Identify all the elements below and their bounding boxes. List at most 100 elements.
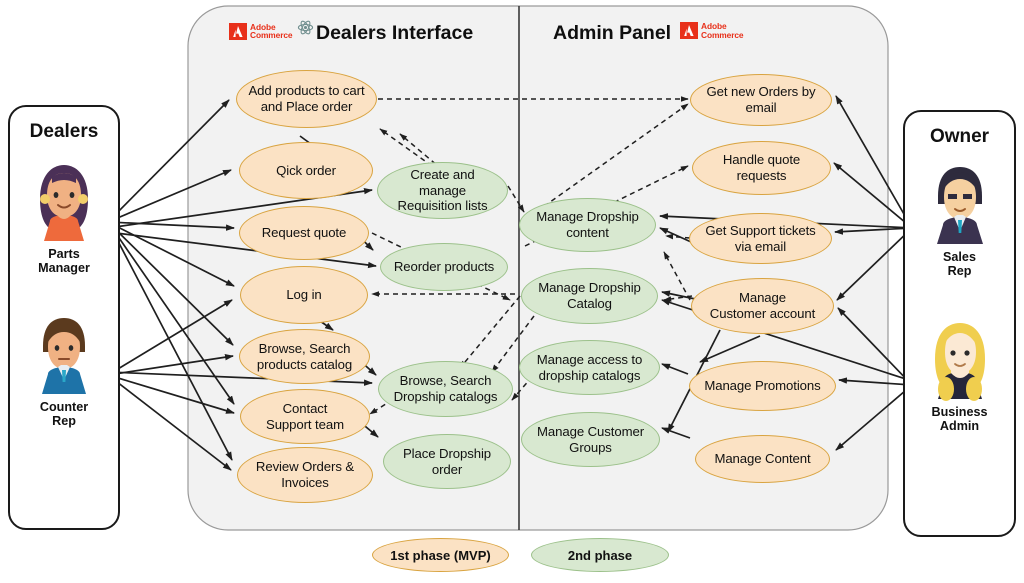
actor-caption-parts-manager: Parts Manager: [10, 247, 118, 276]
label-line-1: Get Support tickets: [705, 222, 816, 238]
woman-blonde-avatar: [934, 323, 985, 401]
man-suit-avatar: [936, 167, 983, 244]
label-line-1: Manage Content: [714, 451, 811, 467]
actor-group-owner: Owner Sales Rep: [903, 110, 1016, 537]
use-case-label: Log in: [286, 287, 321, 303]
caption-line-1: Sales: [943, 250, 976, 264]
label-line-1: Qick order: [276, 162, 336, 178]
label-line-1: Manage Dropship: [536, 209, 639, 225]
label-line-1: Manage Customer: [537, 423, 644, 439]
label-line-1: Add products to cart: [248, 83, 365, 99]
label-line-2: Dropship catalogs: [393, 389, 498, 404]
label-line-1: Log in: [286, 287, 322, 303]
label-line-2: email: [745, 100, 777, 115]
use-case-label: Manage Content: [714, 451, 810, 467]
label-line-2: content: [566, 225, 609, 240]
caption-line-2: Admin: [939, 419, 980, 434]
use-case-label: Review Orders &Invoices: [256, 459, 354, 490]
react-atom-icon: [297, 20, 313, 35]
legend-label-phase2: 2nd phase: [567, 547, 633, 563]
caption-line-2: Rep: [52, 414, 76, 429]
actor-group-dealers: Dealers Parts Manager: [8, 105, 120, 530]
label-line-2: Catalog: [567, 296, 612, 311]
adobe-a-icon: [680, 22, 698, 39]
logo-line-1: Adobe: [701, 21, 727, 32]
label-line-1: Reorder products: [393, 259, 495, 275]
label-line-1: Manage: [738, 290, 787, 306]
label-line-2: Requisition lists: [397, 198, 488, 214]
label-line-1: Browse, Search: [399, 373, 492, 389]
label-line-1: Manage Promotions: [704, 378, 821, 394]
label-line-2: Support team: [266, 416, 344, 432]
label-line-1: Contact: [282, 400, 328, 416]
label-line-1: Place Dropship: [402, 445, 492, 461]
legend-label-mvp: 1st phase (MVP): [390, 547, 491, 563]
adobe-a-icon: [229, 22, 247, 40]
adobe-commerce-wordmark: Adobe Commerce: [250, 21, 293, 40]
adobe-commerce-wordmark: Adobe Commerce: [701, 22, 744, 39]
actor-caption-sales-rep: Sales Rep: [905, 250, 1014, 279]
actor-group-title-owner: Owner: [929, 126, 990, 147]
use-case-manage-promotions[interactable]: Manage Promotions: [689, 361, 836, 411]
label-line-2: Groups: [569, 439, 612, 455]
actor-caption-business-admin: Business Admin: [905, 405, 1014, 434]
adobe-commerce-logo-dealers: Adobe Commerce: [229, 19, 314, 43]
use-case-manage-content[interactable]: Manage Content: [695, 435, 830, 483]
use-case-label: Qick order: [276, 163, 336, 179]
label-line-2: Invoices: [281, 475, 329, 490]
panel-title-dealers-interface: Dealers Interface: [316, 22, 474, 44]
panel-title-admin: Admin Panel: [553, 22, 672, 44]
adobe-commerce-logo-admin: Adobe Commerce: [680, 22, 744, 39]
actor-group-title-dealers: Dealers: [29, 121, 99, 142]
use-case-label: Reorder products: [394, 259, 494, 275]
use-case-log-in[interactable]: Log in: [240, 266, 368, 324]
use-case-quick-order[interactable]: Qick order: [239, 142, 373, 199]
label-line-1: Review Orders &: [255, 459, 355, 475]
legend-item-phase2: 2nd phase: [531, 538, 669, 572]
logo-line-2: Commerce: [250, 30, 293, 40]
use-case-request-quote[interactable]: Request quote: [239, 206, 369, 260]
use-case-label: Request quote: [262, 225, 347, 241]
label-line-1: Get new Orders by: [706, 84, 816, 100]
actor-parts-manager: Parts Manager: [10, 159, 118, 276]
use-case-reorder-products[interactable]: Reorder products: [380, 243, 508, 291]
label-line-1: Manage access to: [536, 351, 643, 367]
label-line-2: order: [431, 461, 463, 477]
caption-line-1: Business: [931, 405, 988, 419]
label-line-2: dropship catalogs: [538, 367, 641, 383]
caption-line-2: Rep: [947, 264, 972, 279]
actor-business-admin: Business Admin: [905, 317, 1014, 434]
use-case-review-orders-invoices[interactable]: Review Orders &Invoices: [237, 447, 373, 503]
label-line-1: Manage Dropship: [538, 280, 641, 296]
solid-edges: [107, 95, 913, 471]
label-line-2: products catalog: [256, 356, 353, 372]
logo-line-1: Adobe: [250, 21, 276, 32]
